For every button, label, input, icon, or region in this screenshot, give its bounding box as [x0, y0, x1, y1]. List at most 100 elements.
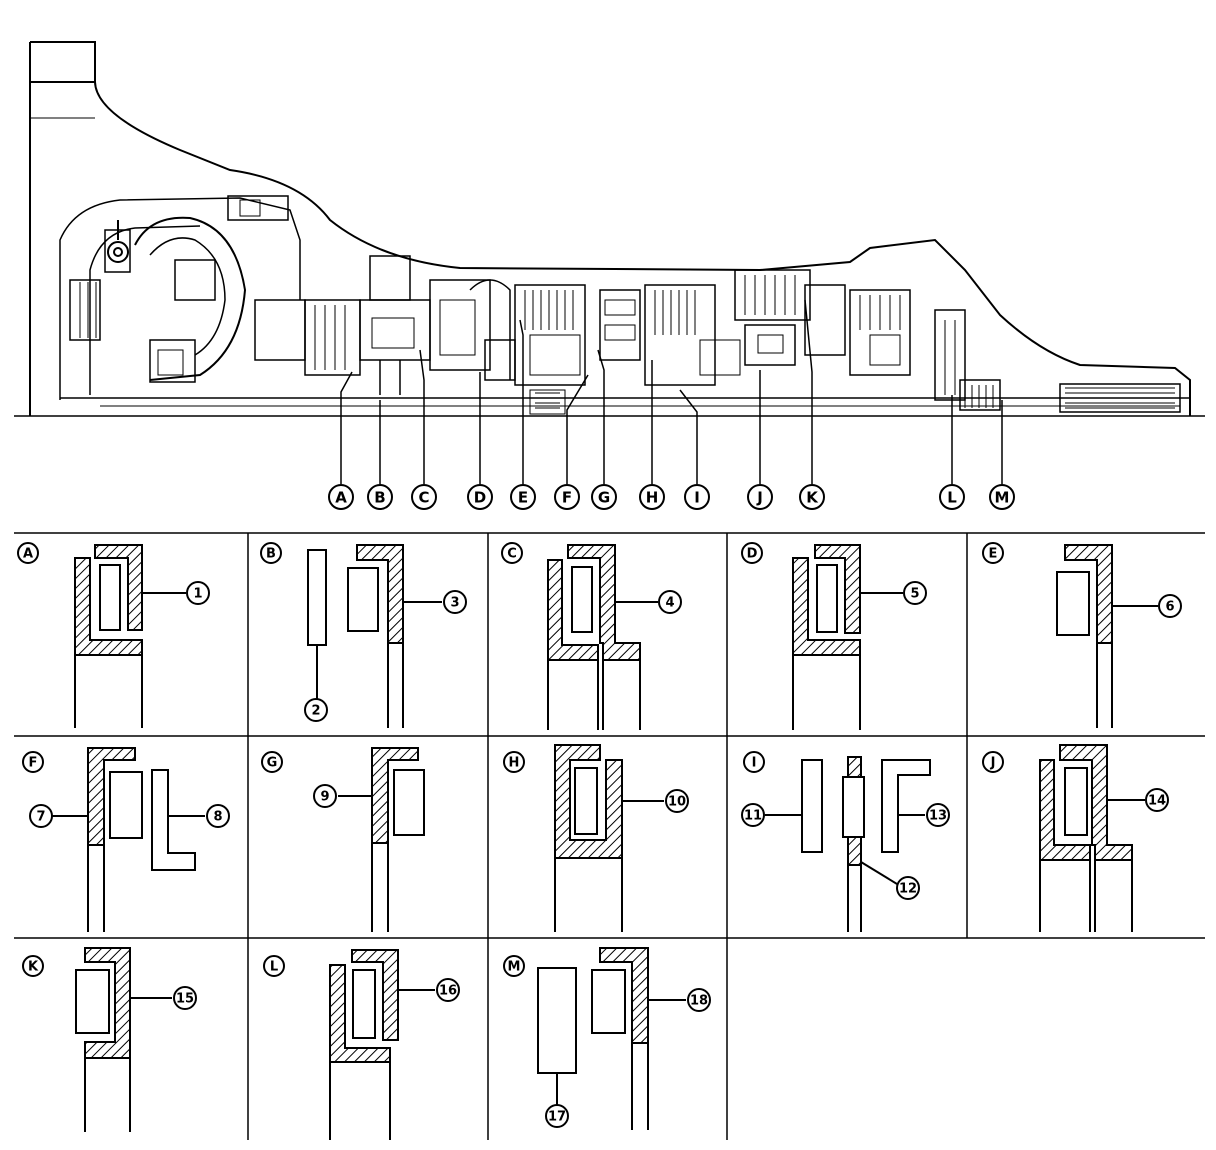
callout-12-text: 12	[899, 882, 917, 897]
callout-5: 5	[903, 581, 927, 605]
callout-8: 8	[206, 804, 230, 828]
panel-g-label-text: G	[267, 756, 278, 771]
panel-m-label-text: M	[508, 960, 521, 975]
label-e-text: E	[518, 488, 528, 506]
panel-f-label-text: F	[29, 756, 38, 771]
callout-14: 14	[1145, 788, 1169, 812]
leader-f	[566, 374, 589, 484]
callout-3-text: 3	[450, 596, 459, 611]
detail-k-drawing	[75, 947, 172, 1132]
callout-10-text: 10	[668, 795, 686, 810]
panel-l-label: L	[263, 955, 285, 977]
callout-15: 15	[173, 986, 197, 1010]
detail-i-drawing	[765, 756, 931, 932]
panel-k-label-text: K	[28, 960, 39, 975]
label-f-text: F	[562, 488, 572, 506]
panel-c-label-text: C	[507, 547, 517, 562]
callout-13-text: 13	[929, 809, 947, 824]
panel-d-label-text: D	[747, 547, 758, 562]
leader-a	[340, 371, 353, 484]
label-e: E	[510, 484, 536, 510]
transmission-cross-section	[14, 41, 1205, 417]
label-h-text: H	[646, 488, 659, 506]
callout-3: 3	[443, 590, 467, 614]
label-i-text: I	[694, 488, 700, 506]
callout-4-text: 4	[665, 596, 674, 611]
panel-m-label: M	[503, 955, 525, 977]
panel-b-label: B	[260, 542, 282, 564]
leader-i	[679, 389, 698, 484]
panel-h-label: H	[503, 751, 525, 773]
label-d: D	[467, 484, 493, 510]
panel-d-label: D	[741, 542, 763, 564]
label-g-text: G	[598, 488, 610, 506]
leader-g	[597, 349, 605, 484]
callout-7: 7	[29, 804, 53, 828]
label-a-text: A	[335, 488, 347, 506]
panel-h-label-text: H	[509, 756, 520, 771]
detail-f-drawing	[52, 747, 205, 932]
label-b-text: B	[374, 488, 385, 506]
label-l-text: L	[947, 488, 957, 506]
callout-1-text: 1	[193, 587, 202, 602]
callout-17-text: 17	[548, 1110, 566, 1125]
callout-13: 13	[926, 803, 950, 827]
callout-11-text: 11	[744, 809, 762, 824]
label-j-text: J	[756, 488, 763, 506]
seal-details	[52, 544, 1158, 1140]
label-m: M	[989, 484, 1015, 510]
callout-7-text: 7	[36, 810, 45, 825]
callout-15-text: 15	[176, 992, 194, 1007]
label-c: C	[411, 484, 437, 510]
panel-l-label-text: L	[270, 960, 278, 975]
panel-a-label: A	[17, 542, 39, 564]
callout-14-text: 14	[1148, 794, 1166, 809]
callout-1: 1	[186, 581, 210, 605]
callout-10: 10	[665, 789, 689, 813]
leader-e	[519, 319, 524, 484]
label-l: L	[939, 484, 965, 510]
label-g: G	[591, 484, 617, 510]
callout-18-text: 18	[690, 994, 708, 1009]
panel-j-label-text: J	[990, 756, 996, 771]
detail-c-drawing	[547, 544, 658, 730]
detail-d-drawing	[792, 544, 903, 730]
label-a: A	[328, 484, 354, 510]
label-leaders	[340, 299, 1003, 484]
detail-panel-grid	[14, 532, 1205, 1140]
panel-b-label-text: B	[266, 547, 276, 562]
detail-l-drawing	[329, 949, 435, 1140]
callout-8-text: 8	[213, 810, 222, 825]
callout-2: 2	[304, 698, 328, 722]
detail-e-drawing	[1056, 544, 1158, 728]
callout-18: 18	[687, 988, 711, 1012]
callout-9: 9	[313, 784, 337, 808]
detail-a-drawing	[74, 544, 186, 728]
panel-g-label: G	[261, 751, 283, 773]
leader-c	[419, 349, 425, 484]
label-h: H	[639, 484, 665, 510]
panel-c-label: C	[501, 542, 523, 564]
callout-12: 12	[896, 876, 920, 900]
panel-k-label: K	[22, 955, 44, 977]
callout-6: 6	[1158, 594, 1182, 618]
callout-4: 4	[658, 590, 682, 614]
detail-b-drawing	[307, 544, 442, 728]
label-d-text: D	[474, 488, 486, 506]
label-c-text: C	[418, 488, 429, 506]
panel-i-label: I	[743, 751, 765, 773]
panel-a-label-text: A	[23, 547, 33, 562]
callout-2-text: 2	[311, 704, 320, 719]
label-b: B	[367, 484, 393, 510]
label-i: I	[684, 484, 710, 510]
callout-6-text: 6	[1165, 600, 1174, 615]
callout-11: 11	[741, 803, 765, 827]
callout-16: 16	[436, 978, 460, 1002]
label-m-text: M	[995, 488, 1010, 506]
callout-17: 17	[545, 1104, 569, 1128]
callout-5-text: 5	[910, 587, 919, 602]
panel-i-label-text: I	[752, 756, 757, 771]
